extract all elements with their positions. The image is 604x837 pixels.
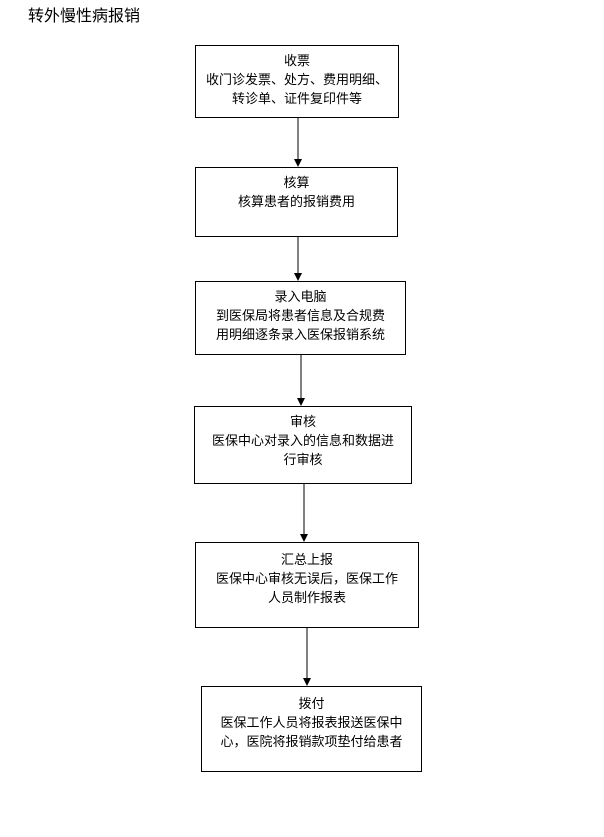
step-description: 医保中心审核无误后，医保工作 人员制作报表 <box>215 572 398 606</box>
step-title: 审核 <box>289 415 316 430</box>
step-description: 收门诊发票、处方、费用明细、 转诊单、证件复印件等 <box>205 73 388 107</box>
step-description: 医保中心对录入的信息和数据进 行审核 <box>211 434 394 468</box>
flow-step-review: 审核 医保中心对录入的信息和数据进 行审核 <box>194 406 412 484</box>
step-description: 到医保局将患者信息及合规费 用明细逐条录入医保报销系统 <box>215 309 385 343</box>
step-title: 拨付 <box>298 697 325 712</box>
flow-step-collect-receipts: 收票 收门诊发票、处方、费用明细、 转诊单、证件复印件等 <box>195 45 399 118</box>
flow-step-disbursement: 拨付 医保工作人员将报表报送医保中 心，医院将报销款项垫付给患者 <box>201 686 422 772</box>
step-description: 核算患者的报销费用 <box>237 195 355 210</box>
step-title: 录入电脑 <box>274 290 327 305</box>
step-title: 汇总上报 <box>280 553 333 568</box>
flow-step-data-entry: 录入电脑 到医保局将患者信息及合规费 用明细逐条录入医保报销系统 <box>195 281 406 355</box>
flow-step-calculate: 核算 核算患者的报销费用 <box>195 167 398 237</box>
step-title: 收票 <box>283 54 310 69</box>
flow-step-summary-report: 汇总上报 医保中心审核无误后，医保工作 人员制作报表 <box>195 542 419 628</box>
step-description: 医保工作人员将报表报送医保中 心，医院将报销款项垫付给患者 <box>220 716 403 750</box>
page-title: 转外慢性病报销 <box>28 6 141 25</box>
step-title: 核算 <box>283 176 310 191</box>
